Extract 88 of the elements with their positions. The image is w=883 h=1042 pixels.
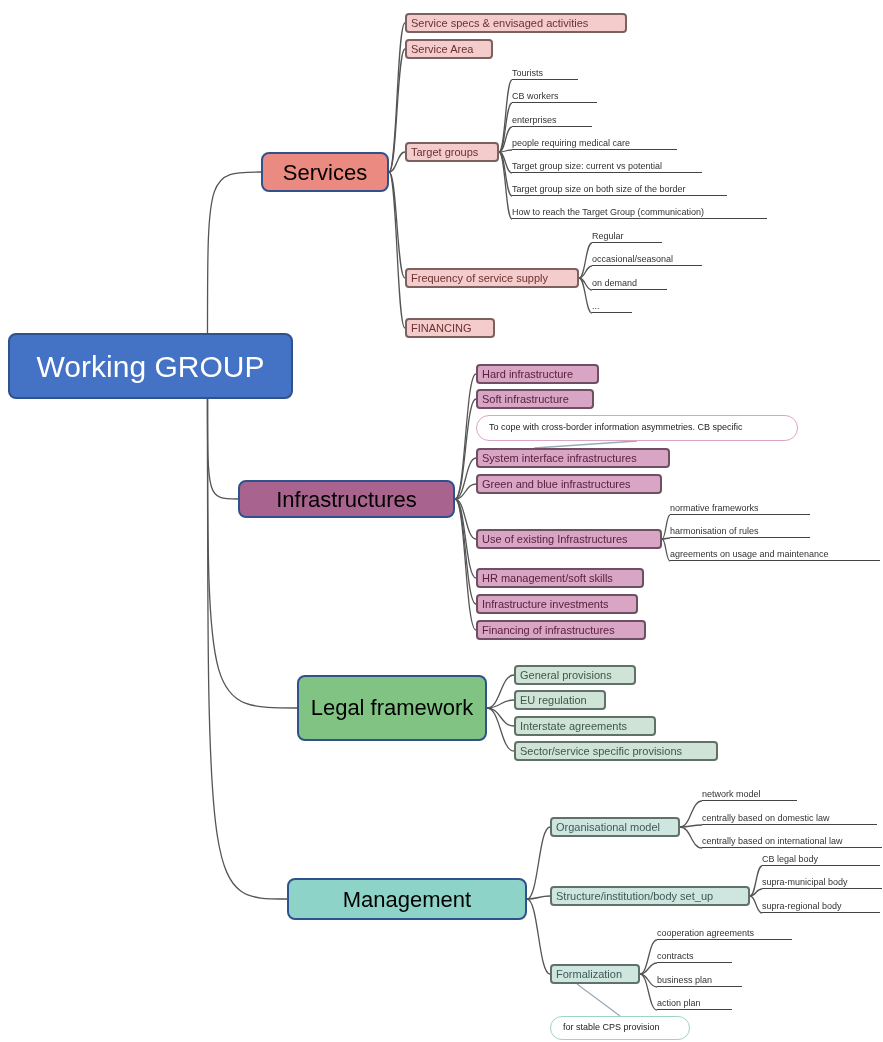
branch-label: contracts (657, 948, 732, 963)
branch-line (749, 895, 763, 914)
branch-line (661, 537, 671, 540)
branch-line (639, 962, 658, 975)
subtopic-box: Formalization (550, 964, 640, 984)
branch-label: CB legal body (762, 851, 880, 866)
branch-line (454, 398, 477, 500)
subtopic-box: Organisational model (550, 817, 680, 837)
topic-box: Legal framework (297, 675, 487, 741)
branch-line (749, 865, 763, 897)
branch-line (498, 151, 513, 174)
branch-label: centrally based on domestic law (702, 810, 877, 825)
branch-line (388, 151, 406, 173)
branch-label: CB workers (512, 88, 597, 103)
branch-label: enterprises (512, 112, 592, 127)
branch-label: cooperation agreements (657, 925, 792, 940)
callout-line (576, 983, 621, 1017)
branch-line (388, 171, 406, 279)
branch-label: How to reach the Target Group (communication) (512, 204, 767, 219)
subtopic-box: EU regulation (514, 690, 606, 710)
branch-line (661, 514, 671, 540)
note-bubble: To cope with cross-border information asymmetries. CB specific (476, 415, 798, 441)
branch-line (388, 171, 406, 329)
topic-box: Infrastructures (238, 480, 455, 518)
branch-line (661, 538, 671, 562)
branch-label: action plan (657, 995, 732, 1010)
branch-line (486, 707, 515, 752)
branch-line (578, 277, 593, 314)
branch-line (679, 826, 703, 849)
branch-label: people requiring medical care (512, 135, 677, 150)
branch-label: network model (702, 786, 797, 801)
branch-line (454, 483, 477, 500)
branch-label: agreements on usage and maintenance (670, 546, 880, 561)
branch-line (639, 939, 658, 975)
subtopic-box: FINANCING (405, 318, 495, 338)
branch-label: on demand (592, 275, 667, 290)
branch-line (454, 498, 477, 540)
topic-box: Management (287, 878, 527, 920)
branch-label: normative frameworks (670, 500, 810, 515)
branch-label: supra-regional body (762, 898, 880, 913)
branch-line (639, 973, 658, 1011)
branch-line (578, 277, 593, 291)
branch-line (388, 48, 406, 173)
subtopic-box: Structure/institution/body set_up (550, 886, 750, 906)
subtopic-box: Service Area (405, 39, 493, 59)
branch-label: business plan (657, 972, 742, 987)
subtopic-box: Sector/service specific provisions (514, 741, 718, 761)
subtopic-box: Use of existing Infrastructures (476, 529, 662, 549)
branch-line (498, 151, 513, 220)
branch-line (206, 171, 262, 334)
branch-line (498, 102, 513, 153)
branch-line (526, 826, 551, 900)
subtopic-box: Hard infrastructure (476, 364, 599, 384)
branch-line (498, 151, 513, 197)
branch-line (526, 898, 551, 975)
branch-line (206, 398, 288, 900)
branch-line (454, 498, 477, 631)
note-bubble: for stable CPS provision (550, 1016, 690, 1040)
branch-line (454, 498, 477, 605)
branch-line (578, 242, 593, 279)
subtopic-box: Soft infrastructure (476, 389, 594, 409)
branch-label: Target group size on both size of the border (512, 181, 727, 196)
subtopic-box: System interface infrastructures (476, 448, 670, 468)
branch-label: Target group size: current vs potential (512, 158, 702, 173)
branch-line (578, 265, 593, 279)
branch-line (526, 895, 551, 900)
branch-label: Regular (592, 228, 662, 243)
topic-box: Services (261, 152, 389, 192)
branch-line (498, 149, 513, 153)
branch-label: Tourists (512, 65, 578, 80)
branch-label: harmonisation of rules (670, 523, 810, 538)
subtopic-box: General provisions (514, 665, 636, 685)
branch-line (454, 457, 477, 500)
subtopic-box: Service specs & envisaged activities (405, 13, 627, 33)
branch-line (749, 888, 763, 897)
root-topic-box: Working GROUP (8, 333, 293, 399)
subtopic-box: Frequency of service supply (405, 268, 579, 288)
branch-label: centrally based on international law (702, 833, 882, 848)
subtopic-box: Financing of infrastructures (476, 620, 646, 640)
branch-label: occasional/seasonal (592, 251, 702, 266)
subtopic-box: Infrastructure investments (476, 594, 638, 614)
subtopic-box: Green and blue infrastructures (476, 474, 662, 494)
branch-label: ... (592, 298, 632, 313)
branch-line (498, 126, 513, 153)
subtopic-box: Interstate agreements (514, 716, 656, 736)
subtopic-box: Target groups (405, 142, 499, 162)
branch-label: supra-municipal body (762, 874, 882, 889)
subtopic-box: HR management/soft skills (476, 568, 644, 588)
